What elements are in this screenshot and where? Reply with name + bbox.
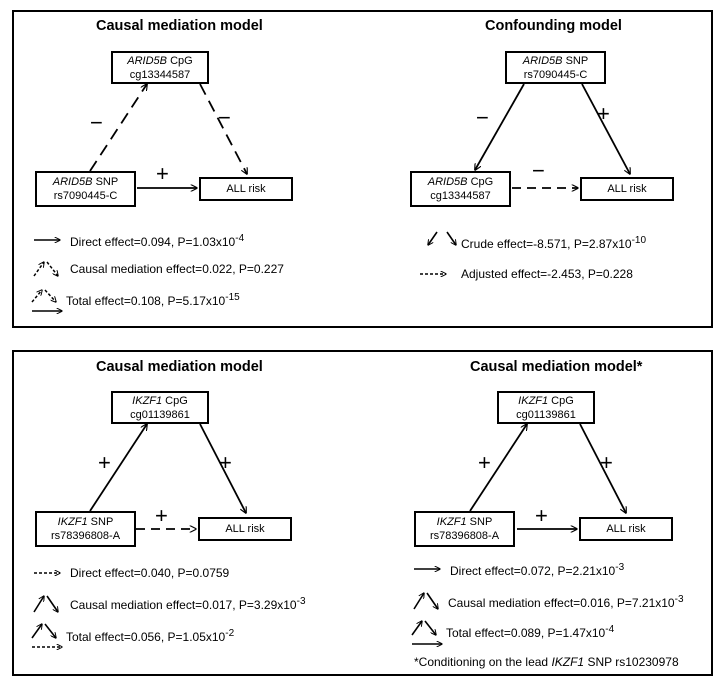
mediation-effect-icon: [413, 593, 438, 609]
total-effect-icon: [31, 290, 62, 311]
legend-mediation-effect: Causal mediation effect=0.022, P=0.227: [70, 262, 284, 276]
edge-sign: +: [155, 503, 168, 528]
mediator-node: IKZF1 CpG cg01139861: [497, 391, 595, 424]
outcome-node: ALL risk: [579, 517, 673, 541]
legend-total-effect: Total effect=0.108, P=5.17x10-15: [66, 292, 240, 308]
crude-effect-icon: [428, 231, 456, 245]
outcome-node: ALL risk: [198, 517, 292, 541]
edge-sign: −: [532, 158, 545, 183]
exposure-node: ARID5B CpG cg13344587: [410, 171, 511, 207]
exposure-node: IKZF1 SNP rs78396808-A: [35, 511, 136, 547]
outcome-node: ALL risk: [199, 177, 293, 201]
edge-ikzf1-snp-to-cpg-conditional: [469, 424, 527, 512]
edge-sign: +: [597, 101, 610, 126]
edge-sign: +: [98, 450, 111, 475]
edge-sign: +: [535, 503, 548, 528]
legend-total-effect: Total effect=0.089, P=1.47x10-4: [446, 624, 615, 640]
edge-sign: −: [90, 110, 103, 135]
edge-ikzf1-snp-to-cpg: [89, 424, 147, 512]
edge-sign: +: [219, 450, 232, 475]
edge-cpg-to-risk: [199, 83, 247, 174]
panel-title: Causal mediation model*: [470, 359, 643, 375]
edge-sign: +: [156, 161, 169, 186]
total-effect-icon: [411, 621, 442, 644]
edge-snp-to-cpg: [89, 84, 147, 172]
mediator-node: IKZF1 CpG cg01139861: [111, 391, 209, 424]
footnote: *Conditioning on the lead IKZF1 SNP rs10…: [414, 655, 679, 669]
panel-title: Confounding model: [485, 18, 622, 34]
total-effect-icon: [31, 624, 62, 647]
confounder-node: ARID5B SNP rs7090445-C: [505, 51, 606, 84]
mediation-effect-icon: [33, 596, 58, 612]
panel-ikzf1: [12, 350, 713, 676]
mediation-effect-icon: [33, 262, 58, 276]
legend-direct-effect: Direct effect=0.072, P=2.21x10-3: [450, 562, 625, 578]
legend-adjusted-effect: Adjusted effect=-2.453, P=0.228: [461, 267, 633, 281]
exposure-node: IKZF1 SNP rs78396808-A: [414, 511, 515, 547]
edge-ikzf1-cpg-to-risk-conditional: [579, 423, 626, 513]
panel-arid5b: [12, 10, 713, 328]
legend-mediation-effect: Causal mediation effect=0.016, P=7.21x10…: [448, 594, 684, 610]
edge-sign: +: [478, 450, 491, 475]
edge-ikzf1-cpg-to-risk: [199, 423, 246, 513]
legend-direct-effect: Direct effect=0.040, P=0.0759: [70, 566, 230, 580]
edge-sign: −: [218, 105, 231, 130]
legend-total-effect: Total effect=0.056, P=1.05x10-2: [66, 628, 235, 644]
panel-title: Causal mediation model: [96, 18, 263, 34]
legend-direct-effect: Direct effect=0.094, P=1.03x10-4: [70, 233, 245, 249]
outcome-node: ALL risk: [580, 177, 674, 201]
legend-crude-effect: Crude effect=-8.571, P=2.87x10-10: [461, 235, 647, 251]
edge-snp-to-risk-confounder: [581, 83, 630, 174]
edge-sign: −: [476, 105, 489, 130]
edge-sign: +: [600, 450, 613, 475]
edge-snp-to-cpg-confounder: [475, 83, 525, 170]
mediator-node: ARID5B CpG cg13344587: [111, 51, 209, 84]
legend-mediation-effect: Causal mediation effect=0.017, P=3.29x10…: [70, 596, 306, 612]
exposure-node: ARID5B SNP rs7090445-C: [35, 171, 136, 207]
panel-title: Causal mediation model: [96, 359, 263, 375]
